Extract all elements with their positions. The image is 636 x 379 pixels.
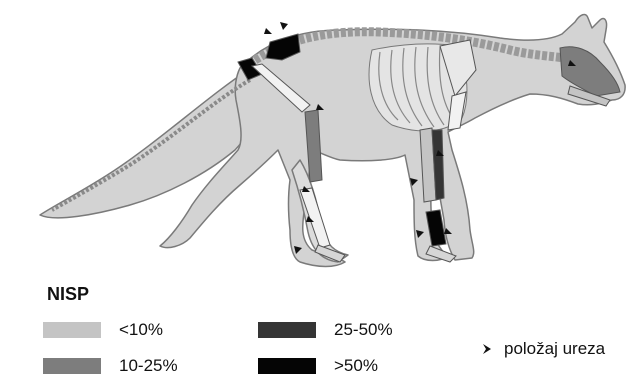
legend-item: >50% — [258, 356, 378, 376]
legend-label: <10% — [119, 320, 163, 340]
legend-item: <10% — [43, 320, 163, 340]
legend-label: 25-50% — [334, 320, 393, 340]
legend-item: 25-50% — [258, 320, 393, 340]
notch-legend: položaj ureza — [482, 339, 605, 359]
notch-marker-icon — [482, 343, 492, 355]
notch-legend-label: položaj ureza — [504, 339, 605, 359]
legend-swatch — [258, 322, 316, 338]
legend-label: 10-25% — [119, 356, 178, 376]
legend-swatch — [43, 358, 101, 374]
legend-swatch — [43, 322, 101, 338]
notch-marker — [280, 22, 288, 30]
legend-label: >50% — [334, 356, 378, 376]
legend-item: 10-25% — [43, 356, 178, 376]
legend-swatch — [258, 358, 316, 374]
notch-marker — [264, 28, 272, 34]
legend-title: NISP — [47, 284, 89, 305]
